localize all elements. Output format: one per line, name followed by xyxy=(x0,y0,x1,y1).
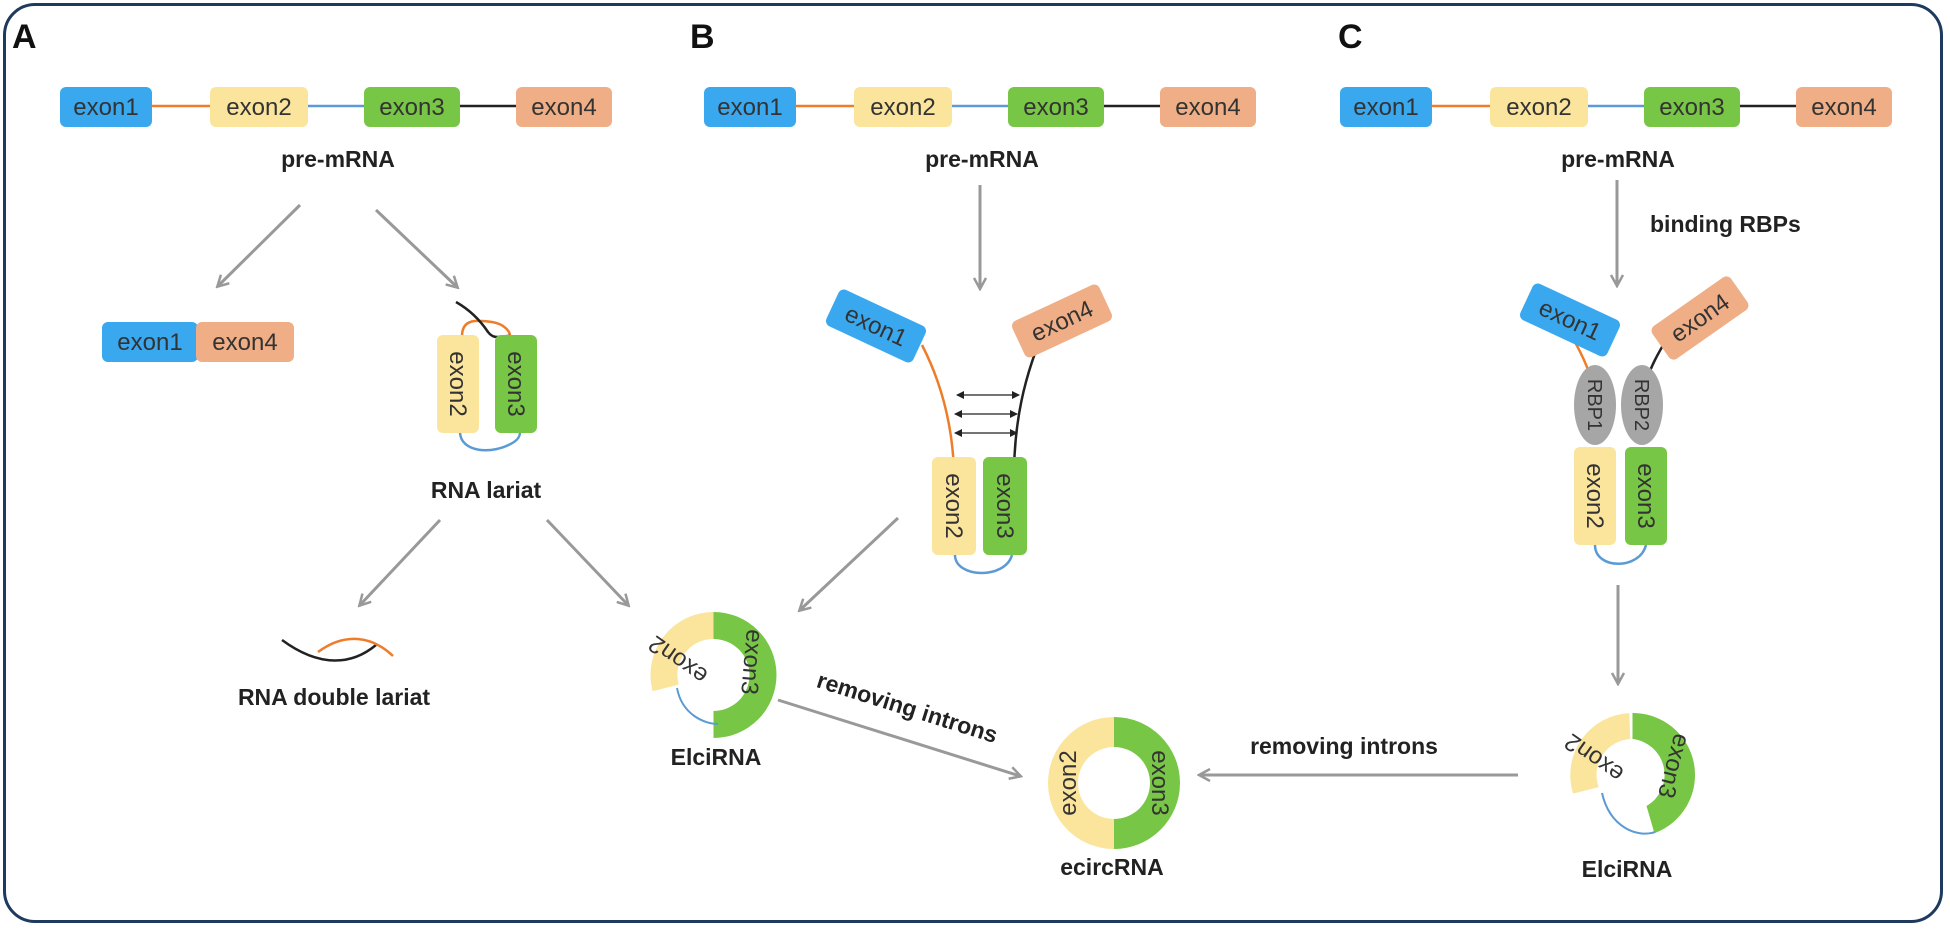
exon3-block: exon3 xyxy=(1644,87,1740,127)
binding-rbps-label: binding RBPs xyxy=(1650,211,1801,237)
elcirna-ring-b: exon2 exon3 ElciRNA xyxy=(644,612,777,770)
panel-b: exon1 exon2 exon3 exon4 pre-mRNA xyxy=(644,87,1256,880)
arrow xyxy=(800,516,900,610)
rna-double-lariat-label: RNA double lariat xyxy=(238,684,430,710)
svg-text:exon1: exon1 xyxy=(717,94,782,121)
exon3-block: exon3 xyxy=(364,87,460,127)
exon1-block: exon1 xyxy=(1520,283,1620,357)
exon2-block: exon2 xyxy=(210,87,308,127)
svg-text:exon2: exon2 xyxy=(1055,750,1082,815)
svg-text:exon2: exon2 xyxy=(444,351,471,416)
svg-text:exon2: exon2 xyxy=(870,94,935,121)
pre-mrna-label: pre-mRNA xyxy=(1561,146,1675,172)
arrow xyxy=(218,203,302,286)
elcirna-label: ElciRNA xyxy=(671,744,762,770)
rbp1: RBP1 xyxy=(1574,365,1616,445)
exon2-block: exon2 xyxy=(1490,87,1588,127)
ecircrna-label: ecircRNA xyxy=(1060,854,1164,880)
exon2-block: exon2 xyxy=(1574,447,1616,545)
exon1-block: exon1 xyxy=(826,289,926,363)
svg-text:exon2: exon2 xyxy=(1581,463,1608,528)
exon4-block: exon4 xyxy=(1651,276,1749,360)
arrow xyxy=(777,698,1020,776)
exon1-block: exon1 xyxy=(1340,87,1432,127)
exon2-block: exon2 xyxy=(932,457,976,555)
rbp-bound-structure: exon1 exon4 RBP1 RBP2 exon2 exon3 xyxy=(1520,276,1749,565)
arrow xyxy=(545,518,628,605)
exon3-block: exon3 xyxy=(1008,87,1104,127)
exon4-block: exon4 xyxy=(1796,87,1892,127)
elcirna-ring-c: exon2 exon3 ElciRNA xyxy=(1560,712,1696,882)
intron-pairing-structure: exon1 exon4 exon2 exon3 xyxy=(826,284,1112,575)
svg-text:exon3: exon3 xyxy=(1023,94,1088,121)
exon1-block: exon1 xyxy=(704,87,796,127)
exon4-block: exon4 xyxy=(516,87,612,127)
svg-text:exon3: exon3 xyxy=(991,473,1018,538)
svg-text:RBP2: RBP2 xyxy=(1630,379,1652,431)
rna-lariat: exon2 exon3 RNA lariat xyxy=(431,300,542,503)
rna-lariat-label: RNA lariat xyxy=(431,477,542,503)
removing-introns-label: removing introns xyxy=(1250,733,1438,759)
exon2-block: exon2 xyxy=(854,87,952,127)
pre-mrna-b: exon1 exon2 exon3 exon4 pre-mRNA xyxy=(704,87,1256,172)
panel-label-a: A xyxy=(12,18,37,56)
ecircrna-ring: exon2 exon3 ecircRNA xyxy=(1048,717,1180,880)
exon3-block: exon3 xyxy=(1625,447,1667,545)
figure-frame xyxy=(3,3,1943,923)
panel-label-b: B xyxy=(690,18,715,56)
panel-a: exon1 exon2 exon3 exon4 pre-mRNA exon1 e… xyxy=(60,87,628,710)
arrow xyxy=(360,518,442,605)
arrow xyxy=(374,208,457,287)
rbp2: RBP2 xyxy=(1621,365,1663,445)
exon4-block: exon4 xyxy=(1160,87,1256,127)
svg-text:exon3: exon3 xyxy=(735,628,768,695)
svg-text:exon3: exon3 xyxy=(379,94,444,121)
svg-text:exon2: exon2 xyxy=(940,473,967,538)
svg-text:exon1: exon1 xyxy=(73,94,138,121)
svg-text:exon2: exon2 xyxy=(226,94,291,121)
elcirna-label: ElciRNA xyxy=(1582,856,1673,882)
pre-mrna-c: exon1 exon2 exon3 exon4 pre-mRNA xyxy=(1340,87,1892,172)
svg-text:exon3: exon3 xyxy=(1146,750,1173,815)
exon4-block: exon4 xyxy=(1012,284,1112,358)
svg-text:exon3: exon3 xyxy=(502,351,529,416)
svg-text:exon4: exon4 xyxy=(531,94,596,121)
svg-text:RBP1: RBP1 xyxy=(1583,379,1605,431)
pre-mrna-label: pre-mRNA xyxy=(281,146,395,172)
exon3-block: exon3 xyxy=(983,457,1027,555)
svg-text:exon3: exon3 xyxy=(1659,94,1724,121)
panel-label-c: C xyxy=(1338,18,1363,56)
rna-double-lariat: RNA double lariat xyxy=(238,637,430,710)
pre-mrna-a: exon1 exon2 exon3 exon4 pre-mRNA xyxy=(60,87,612,172)
svg-text:exon4: exon4 xyxy=(1175,94,1240,121)
svg-text:exon1: exon1 xyxy=(117,329,182,356)
svg-text:exon2: exon2 xyxy=(1506,94,1571,121)
linear-mrna-exon1-exon4: exon1 exon4 xyxy=(102,322,294,362)
exon1-block: exon1 xyxy=(60,87,152,127)
svg-text:exon1: exon1 xyxy=(1353,94,1418,121)
svg-text:exon3: exon3 xyxy=(1632,463,1659,528)
panel-c: exon1 exon2 exon3 exon4 pre-mRNA binding… xyxy=(1200,87,1892,882)
removing-introns-label: removing introns xyxy=(814,667,1001,748)
pre-mrna-label: pre-mRNA xyxy=(925,146,1039,172)
svg-text:exon4: exon4 xyxy=(1811,94,1876,121)
svg-text:exon4: exon4 xyxy=(212,329,277,356)
